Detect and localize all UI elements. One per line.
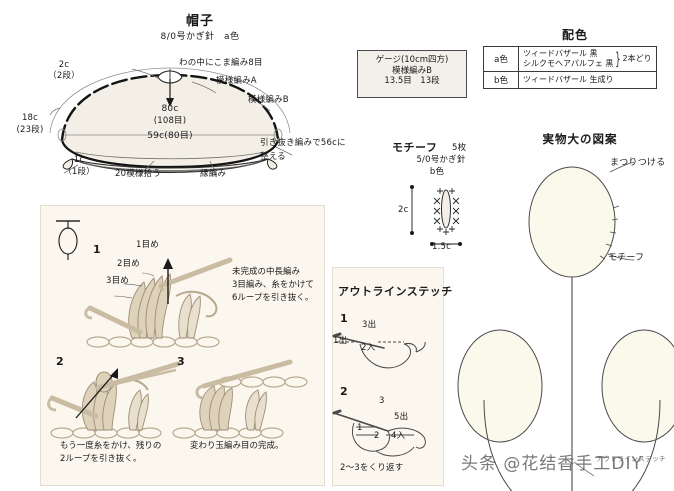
- hat-label-slip-stitch: 引き抜き編みで56cに: [260, 138, 346, 148]
- table-row: b色 ツィードバザール 生成り: [483, 71, 657, 89]
- color-key-a: a色: [483, 46, 519, 72]
- gauge-line-2: 模様編みB: [392, 65, 432, 76]
- actual-size-diagram: [457, 150, 674, 491]
- hat-label-brim-width: 59c(80目): [147, 131, 193, 141]
- hat-label-edging: 縁編み: [200, 169, 227, 179]
- hat-label-brim-rounds: 1c: [73, 155, 85, 165]
- outline-label-1: 1: [357, 423, 363, 433]
- outline-step-1-number: 1: [340, 312, 348, 325]
- hat-label-pickup: 20模様拾う: [115, 169, 162, 179]
- yarn-a-2: シルクモヘアパルフェ 黒: [523, 59, 614, 68]
- label-outline-stitch: アウトラインステッチ: [596, 455, 666, 463]
- motif-color: b色: [429, 167, 445, 177]
- motif-stitch-chart: [392, 182, 512, 250]
- outline-stitch-panel: [332, 267, 444, 486]
- gauge-line-1: ゲージ(10cm四方): [375, 55, 449, 65]
- motif-hook: 5/0号かぎ針: [416, 155, 466, 165]
- yarn-b-1: ツィードバザール 生成り: [523, 75, 614, 84]
- bobble-mark-2: 2目め: [117, 259, 141, 269]
- bobble-step-3-caption: 変わり玉編み目の完成。: [190, 441, 284, 451]
- hat-label-height-rows: (23段): [16, 125, 44, 135]
- outline-label-5-out: 5出: [394, 412, 409, 422]
- outline-label-3: 3: [379, 396, 385, 406]
- gauge-box: ゲージ(10cm四方) 模様編みB 13.5目 13段: [357, 50, 467, 98]
- bobble-step-2-caption: もう一度糸をかけ、残りの 2ループを引き抜く。: [60, 441, 162, 464]
- hat-label-height: 18c: [21, 113, 39, 123]
- brace-icon: }: [615, 49, 621, 69]
- outline-stitch-caption: 2～3をくり返す: [340, 463, 404, 473]
- hat-diagram: [20, 55, 320, 185]
- outline-step-1-illustration: [330, 320, 445, 380]
- bobble-step-2-illustration: [47, 360, 188, 445]
- bobble-step-3-illustration: [170, 359, 310, 445]
- hat-label-width-top: 80c: [161, 104, 179, 114]
- motif-dim-horizontal: 1.5c: [432, 242, 451, 252]
- hat-label-width-top-sts: (108目): [153, 116, 187, 126]
- color-yarns-a: ツィードバザール 黒 シルクモヘアパルフェ 黒 } 2本どり: [518, 46, 657, 72]
- gauge-line-3: 13.5目 13段: [384, 76, 440, 87]
- outline-label-4-in: 4入: [391, 431, 406, 441]
- motif-dim-vertical: 2c: [398, 205, 409, 215]
- motif-title: モチーフ: [392, 141, 438, 154]
- bobble-step-1-illustration: [80, 248, 240, 353]
- outline-step-2-illustration: [330, 395, 445, 465]
- color-note-a: 2本どり: [622, 54, 652, 63]
- hat-label-crown-rounds: 2c: [58, 60, 70, 70]
- bobble-step-3-number: 3: [177, 355, 185, 368]
- label-sew-on: まつりつける: [610, 158, 666, 168]
- outline-label-2: 2: [374, 431, 380, 441]
- bobble-mark-3: 3目め: [106, 276, 130, 286]
- outline-label-2-in: 2入: [361, 343, 376, 353]
- hat-label-brim-rounds-sub: （1段）: [63, 167, 95, 177]
- outline-label-1-out: 1出: [333, 336, 348, 346]
- hat-label-pattern-a: 模様編みA: [216, 76, 257, 86]
- hat-label-slip-stitch-2: 整える: [260, 152, 286, 162]
- bobble-technique-panel: [40, 205, 325, 486]
- color-table: a色 ツィードバザール 黒 シルクモヘアパルフェ 黒 } 2本どり b色 ツィー…: [483, 46, 657, 89]
- hat-label-ring-start: わの中にこま編み8目: [179, 58, 263, 68]
- yarn-a-1: ツィードバザール 黒: [523, 49, 598, 58]
- outline-label-3-out: 3出: [362, 320, 377, 330]
- watermark: 头条 @花结香手工DIY: [461, 454, 643, 474]
- table-row: a色 ツィードバザール 黒 シルクモヘアパルフェ 黒 } 2本どり: [483, 46, 657, 72]
- hat-subtitle: 8/0号かぎ針 a色: [160, 32, 240, 42]
- color-key-b: b色: [483, 71, 519, 89]
- bobble-mark-1: 1目め: [136, 240, 160, 250]
- outline-step-2-number: 2: [340, 385, 348, 398]
- actual-size-title: 実物大の図案: [542, 132, 618, 146]
- bobble-step-1-number: 1: [93, 243, 101, 256]
- hat-label-crown-rounds-sub: （2段）: [48, 71, 80, 81]
- bobble-symbol-icon: [52, 215, 86, 263]
- bobble-step-1-caption: 未完成の中長編み 3目編み、糸をかけて 6ループを引き抜く。: [232, 267, 314, 303]
- label-motif: モチーフ: [608, 253, 645, 263]
- color-yarns-b: ツィードバザール 生成り: [518, 71, 657, 89]
- outline-stitch-title: アウトラインステッチ: [338, 285, 453, 298]
- hat-title: 帽子: [185, 14, 214, 29]
- motif-count: 5枚: [452, 143, 467, 153]
- color-table-title: 配色: [561, 28, 588, 42]
- bobble-step-2-number: 2: [56, 355, 64, 368]
- hat-label-pattern-b: 模様編みB: [248, 95, 289, 105]
